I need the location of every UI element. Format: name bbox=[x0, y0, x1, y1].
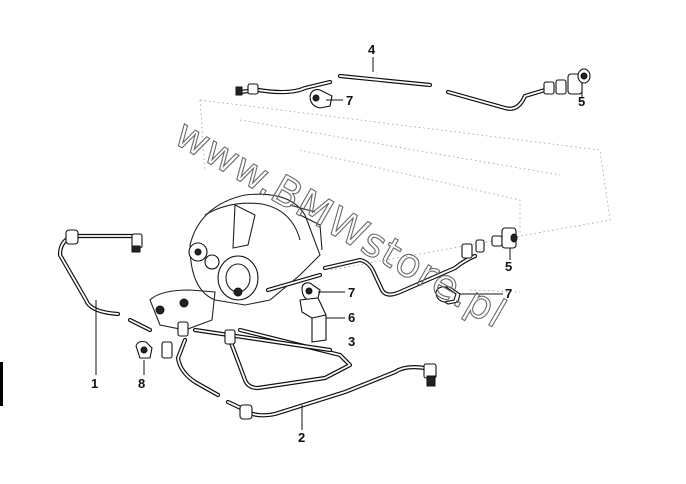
callout-7-right: 7 bbox=[505, 286, 512, 301]
brake-pipe-4 bbox=[235, 73, 555, 111]
clip-7-middle-left bbox=[301, 282, 321, 301]
brake-pipe-3 bbox=[192, 327, 353, 391]
clip-7-right bbox=[435, 286, 457, 303]
callout-6: 6 bbox=[348, 310, 355, 325]
bleed-screw-8 bbox=[135, 340, 153, 359]
callout-2: 2 bbox=[298, 430, 305, 445]
callout-7-upper: 7 bbox=[346, 93, 353, 108]
callout-5-upper: 5 bbox=[578, 94, 585, 109]
callout-8: 8 bbox=[138, 376, 145, 391]
watermark-text: www.BMWstore.pl bbox=[167, 111, 514, 338]
callout-4: 4 bbox=[368, 42, 376, 57]
scan-edge-mark bbox=[0, 362, 3, 406]
callout-5-middle: 5 bbox=[505, 259, 512, 274]
fitting-5-middle bbox=[491, 227, 518, 249]
subframe-dotted-outline bbox=[199, 99, 611, 293]
brake-pipe-1 bbox=[57, 229, 153, 333]
fitting-5-upper bbox=[555, 68, 591, 95]
callout-3: 3 bbox=[348, 334, 355, 349]
brake-pipe-2 bbox=[161, 321, 437, 420]
callout-7-middle: 7 bbox=[348, 285, 355, 300]
callout-leaders bbox=[95, 57, 583, 430]
brake-pipe-right-middle bbox=[265, 239, 485, 297]
clip-7-upper bbox=[309, 89, 333, 109]
callout-1: 1 bbox=[91, 376, 98, 391]
brake-booster-body bbox=[149, 193, 323, 331]
bracket-6 bbox=[299, 297, 327, 343]
